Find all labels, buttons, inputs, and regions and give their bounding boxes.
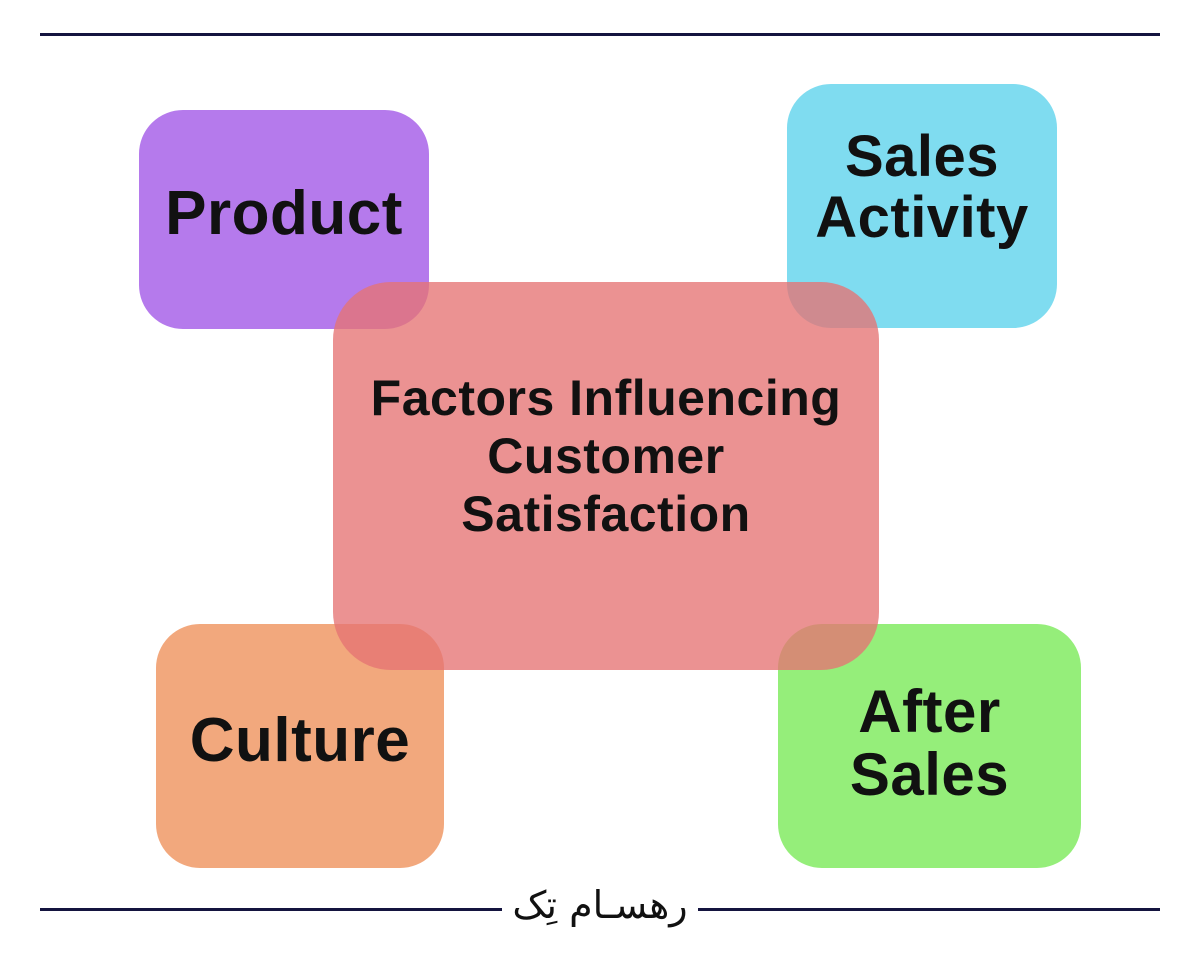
factor-culture-label: Culture — [189, 706, 411, 776]
factor-product-label: Product — [165, 178, 403, 248]
factor-product-box: Product — [137, 108, 431, 331]
top-divider — [40, 33, 1160, 36]
brand-logo-text: رهسـام تِک — [512, 883, 688, 927]
factor-after-sales-label: After Sales — [849, 678, 1010, 808]
bottom-divider-left — [40, 908, 502, 911]
center-topic-box: Factors Influencing Customer Satisfactio… — [333, 282, 879, 670]
bottom-divider-right — [698, 908, 1160, 911]
factor-culture-box: Culture — [154, 622, 446, 870]
factor-sales-activity-label: Sales Activity — [815, 124, 1029, 250]
factor-sales-activity-box: Sales Activity — [785, 82, 1059, 330]
center-topic-label: Factors Influencing Customer Satisfactio… — [370, 370, 842, 542]
